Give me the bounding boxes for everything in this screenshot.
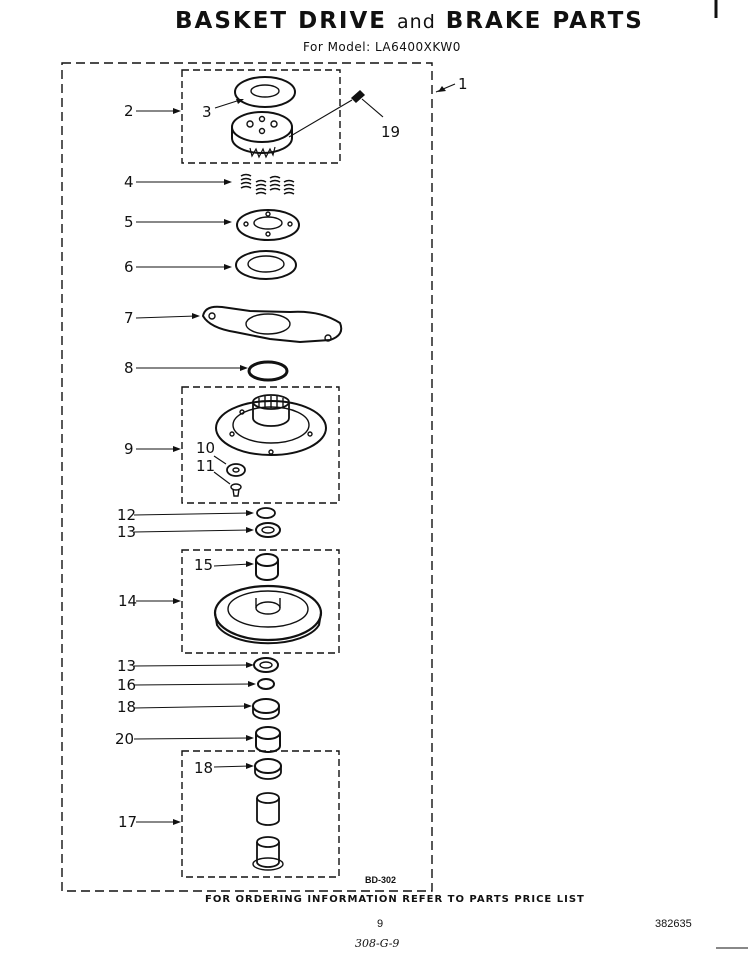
subassembly-box-9: [181, 386, 340, 504]
assembly-outline: [61, 62, 433, 892]
callout-14: 14: [118, 592, 138, 610]
part-18-bearing-upper: [252, 698, 280, 720]
document-number: 382635: [655, 918, 692, 930]
part-10-washer: [226, 463, 246, 477]
callout-10: 10: [196, 439, 216, 457]
callout-1: 1: [458, 75, 468, 93]
ordering-note: FOR ORDERING INFORMATION REFER TO PARTS …: [205, 894, 585, 905]
part-6-ring: [235, 250, 297, 280]
callout-9: 9: [124, 440, 134, 458]
callout-6: 6: [124, 258, 134, 276]
part-11-screw: [230, 483, 242, 497]
callout-3: 3: [202, 103, 212, 121]
page-number: 9: [377, 918, 384, 930]
title-part2: BRAKE PARTS: [445, 8, 644, 34]
model-line: For Model: LA6400XKW0: [303, 40, 461, 54]
callout-18-upper: 18: [117, 698, 137, 716]
subassembly-box-2: [181, 69, 341, 164]
page-title: BASKET DRIVE and BRAKE PARTS: [175, 8, 644, 34]
callout-16: 16: [117, 676, 137, 694]
part-13-washer-upper: [255, 522, 281, 538]
callout-7: 7: [124, 309, 134, 327]
part-4-springs: [240, 173, 295, 195]
part-16-seal: [257, 678, 275, 690]
callout-11: 11: [196, 457, 216, 475]
arrowheads: [173, 86, 446, 825]
callout-17: 17: [118, 813, 138, 831]
callout-8: 8: [124, 359, 134, 377]
callout-19: 19: [381, 123, 401, 141]
part-5-plate: [236, 209, 300, 241]
title-and: and: [397, 11, 436, 33]
part-13-washer-lower: [253, 657, 279, 673]
title-part1: BASKET DRIVE: [175, 8, 387, 34]
part-14-pulley: [213, 584, 323, 645]
callout-18-lower: 18: [194, 759, 214, 777]
part-3-washer: [234, 76, 296, 108]
part-7-bracket: [201, 305, 343, 344]
callout-12: 12: [117, 506, 137, 524]
callout-13-upper: 13: [117, 523, 137, 541]
callout-15: 15: [194, 556, 214, 574]
handwritten-note: 308-G-9: [355, 937, 400, 950]
callout-20: 20: [115, 730, 135, 748]
part-18-bearing-lower: [254, 758, 282, 780]
callout-2: 2: [124, 102, 134, 120]
callout-4: 4: [124, 173, 134, 191]
leader-lines: [133, 83, 456, 823]
part-9-housing: [215, 394, 327, 456]
diagram-code: BD-302: [365, 875, 397, 885]
part-19-pin: [350, 90, 366, 103]
callout-5: 5: [124, 213, 134, 231]
subassembly-box-14: [181, 549, 340, 654]
part-2-hub: [231, 111, 293, 159]
part-20-sleeve: [255, 726, 281, 753]
part-12-ring: [256, 507, 276, 519]
part-15-bearing: [255, 553, 279, 581]
part-17-shaft: [252, 792, 284, 871]
callout-13-lower: 13: [117, 657, 137, 675]
part-8-snap-ring: [247, 360, 289, 382]
